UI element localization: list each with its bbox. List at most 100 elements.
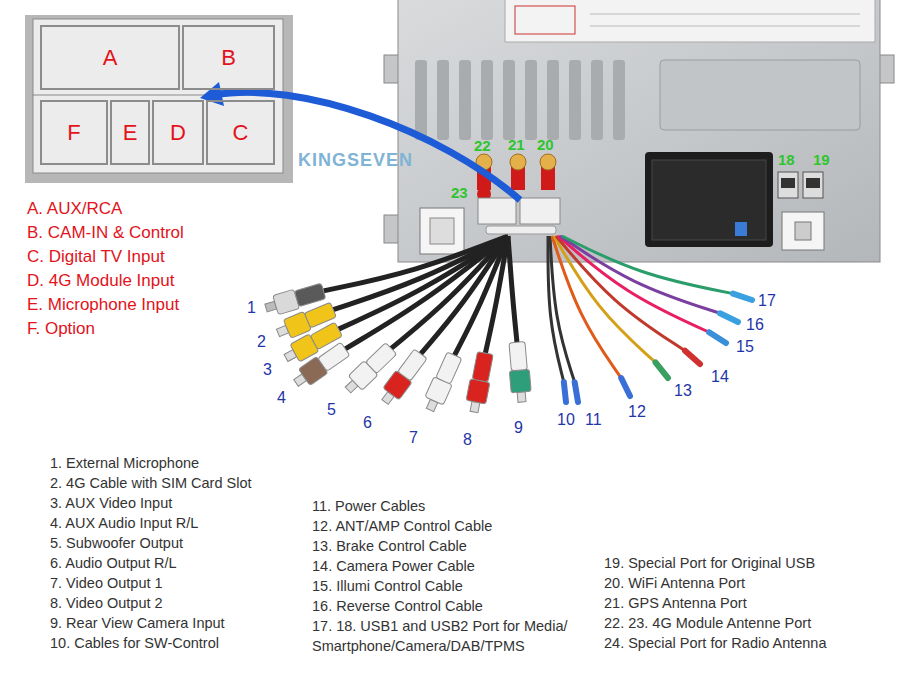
description-item: 5. Subwoofer Output: [50, 533, 183, 553]
callout-number: 16: [746, 316, 764, 334]
antenna-port: [540, 154, 556, 170]
description-item: 9. Rear View Camera Input: [50, 613, 225, 633]
port-number: 19: [813, 151, 830, 169]
vent: [569, 60, 581, 140]
rca-plug: [377, 348, 429, 408]
description-item: 4. AUX Audio Input R/L: [50, 513, 198, 533]
plug-pin: [517, 392, 526, 403]
vent: [415, 60, 427, 140]
usb-slot: [781, 178, 795, 188]
vent: [547, 60, 559, 140]
callout-number: 12: [628, 403, 646, 421]
description-item: 8. Video Output 2: [50, 593, 163, 613]
connector-photo: [25, 15, 293, 183]
antenna-port: [510, 154, 526, 170]
description-item: 2. 4G Cable with SIM Card Slot: [50, 473, 251, 493]
callout-number: 14: [711, 368, 729, 386]
description-item: 3. AUX Video Input: [50, 493, 172, 513]
plug-body: [318, 342, 350, 371]
connector-legend-item: A. AUX/RCA: [27, 199, 122, 219]
vent: [591, 60, 603, 140]
callout-number: 3: [263, 361, 272, 379]
wire-terminal: [564, 382, 566, 402]
side-connector-socket: [430, 218, 454, 244]
cable-plug: [478, 198, 516, 224]
watermark: KINGSEVEN: [298, 150, 413, 171]
callout-number: 4: [277, 389, 286, 407]
socket-letter: A: [103, 47, 118, 69]
connector-legend-item: D. 4G Module Input: [27, 271, 174, 291]
description-item: 10. Cables for SW-Control: [50, 633, 219, 653]
connector-socket: A: [40, 25, 180, 90]
connector-legend-item: E. Microphone Input: [27, 295, 179, 315]
port-number: 23: [451, 184, 468, 202]
usb-port: [778, 172, 798, 198]
callout-number: 9: [514, 419, 523, 437]
main-connector-inner: [652, 160, 766, 240]
radio-antenna-port: [782, 212, 824, 250]
sticker-line: [590, 14, 860, 15]
description-item: 13. Brake Control Cable: [312, 536, 467, 556]
vent: [613, 60, 625, 140]
description-item: 22. 23. 4G Module Antenne Port: [604, 613, 811, 633]
port-number: 21: [508, 136, 525, 154]
cable: [339, 236, 508, 329]
connector-socket: C: [206, 100, 275, 165]
sticker: [505, 0, 875, 42]
callout-number: 8: [463, 431, 472, 449]
description-item: 16. Reverse Control Cable: [312, 596, 483, 616]
port-number: 18: [778, 151, 795, 169]
socket-letter: D: [170, 122, 186, 144]
wire-terminal: [655, 362, 668, 378]
connector-legend-item: F. Option: [27, 319, 95, 339]
cable: [508, 236, 517, 342]
pointer-arrow: [214, 92, 520, 200]
port-number: 22: [474, 137, 491, 155]
callout-number: 15: [736, 338, 754, 356]
socket-letter: F: [67, 122, 80, 144]
main-connector: [645, 152, 773, 247]
panel: [660, 60, 860, 130]
side-connector: [420, 208, 464, 254]
rca-plug: [507, 341, 532, 402]
connector-socket: D: [152, 100, 204, 165]
socket-letter: E: [123, 122, 138, 144]
rca-plug: [290, 341, 351, 392]
usb-port: [803, 172, 823, 198]
plug-body: [436, 352, 462, 384]
callout-number: 11: [585, 411, 602, 429]
sticker-mark: [515, 6, 575, 34]
vent: [437, 60, 449, 140]
callout-number: 10: [557, 411, 575, 429]
plug-head: [509, 369, 531, 393]
wire-terminal: [575, 382, 578, 402]
plug-head: [466, 379, 490, 404]
description-item: 20. WiFi Antenna Port: [604, 573, 745, 593]
sticker-line: [590, 26, 860, 27]
vent: [459, 60, 471, 140]
description-item: 15. Illumi Control Cable: [312, 576, 463, 596]
connector-housing: [33, 95, 283, 173]
socket-letter: B: [221, 47, 236, 69]
plug-body: [398, 349, 428, 381]
radio-chassis: [398, 0, 880, 262]
callout-number: 7: [409, 429, 418, 447]
description-item: 12. ANT/AMP Control Cable: [312, 516, 492, 536]
cable-harness: [263, 236, 752, 414]
connector-legend-item: C. Digital TV Input: [27, 247, 165, 267]
description-item: 19. Special Port for Original USB: [604, 553, 815, 573]
description-item: 1. External Microphone: [50, 453, 199, 473]
callout-number: 1: [247, 299, 256, 317]
description-item: 24. Special Port for Radio Antenna: [604, 633, 826, 653]
description-item: 21. GPS Antenna Port: [604, 593, 747, 613]
description-item: 7. Video Output 1: [50, 573, 163, 593]
wire-terminal: [685, 351, 700, 364]
radio-antenna-socket: [795, 222, 811, 240]
rca-plug: [464, 351, 495, 414]
plug-body: [509, 342, 527, 371]
vent: [503, 60, 515, 140]
plug-body: [294, 283, 325, 306]
description-item: 17. 18. USB1 and USB2 Port for Media/ Sm…: [312, 616, 597, 656]
socket-letter: C: [233, 122, 249, 144]
